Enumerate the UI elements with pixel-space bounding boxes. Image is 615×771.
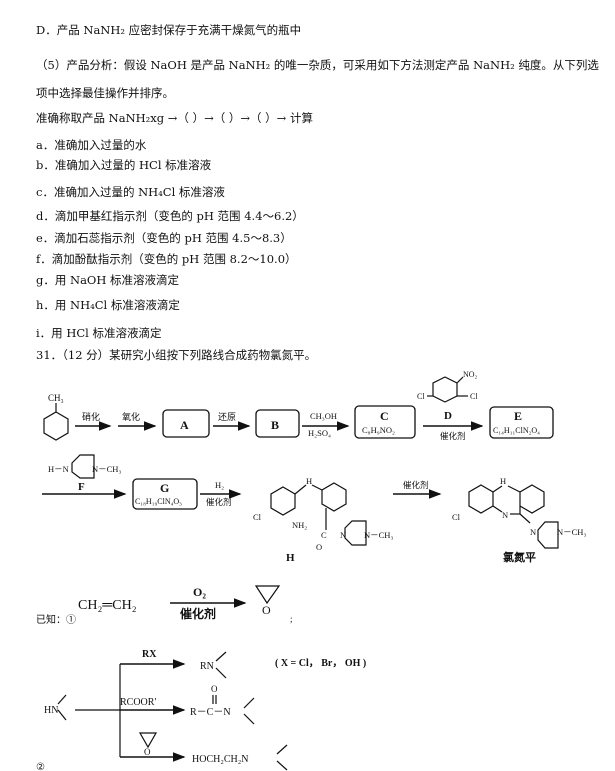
svg-text:Cl: Cl — [452, 512, 461, 522]
option-e: e．滴加石蕊指示剂（变色的 pH 范围 4.5～8.3） — [36, 231, 292, 245]
svg-text:O: O — [316, 542, 322, 552]
part5-intro-line2: 项中选择最佳操作并排序。 — [36, 86, 174, 100]
operation-sequence: 准确称取产品 NaNH₂xg →（ ）→（ ）→（ ）→ 计算 — [36, 111, 313, 125]
svg-text:H－N: H－N — [48, 464, 69, 474]
part5-intro-line1: （5）产品分析：假设 NaOH 是产品 NaNH₂ 的唯一杂质，可采用如下方法测… — [36, 58, 599, 72]
svg-text:H₂SO₄: H₂SO₄ — [308, 428, 331, 438]
step-nitration: 硝化 — [82, 411, 100, 422]
svg-text:催化剂: 催化剂 — [206, 497, 232, 507]
svg-text:RCOOR': RCOOR' — [120, 697, 156, 708]
svg-text:HN: HN — [44, 705, 58, 716]
option-c: c．准确加入过量的 NH₄Cl 标准溶液 — [36, 185, 225, 199]
svg-text:N: N — [502, 510, 508, 520]
step-reduction: 还原 — [218, 411, 236, 422]
option-i: i．用 HCl 标准溶液滴定 — [36, 326, 162, 340]
svg-text:C: C — [321, 530, 327, 540]
svg-text:O: O — [144, 747, 151, 757]
svg-text:O: O — [211, 684, 218, 694]
known-reaction-2: ② HN RX RN ( X = Cl， Br， OH ) RCOOR' R－C… — [36, 649, 366, 771]
compound-h-structure: Cl H NH₂ C O N N－CH₃ — [253, 476, 393, 552]
box-g — [132, 478, 198, 510]
svg-text:NH₂: NH₂ — [292, 520, 307, 530]
box-c — [354, 405, 416, 439]
svg-text:N－CH₃: N－CH₃ — [364, 530, 393, 540]
svg-text:B: B — [271, 418, 279, 432]
svg-text:F: F — [78, 481, 85, 493]
box-e — [489, 406, 554, 439]
step-oxidation: 氧化 — [122, 411, 140, 422]
svg-text:( X = Cl， Br， OH ): ( X = Cl， Br， OH ) — [275, 658, 366, 669]
svg-text:C: C — [380, 409, 389, 423]
question-31-title: 31．（12 分）某研究小组按下列路线合成药物氯氮平。 — [36, 348, 317, 362]
svg-text:RX: RX — [142, 649, 157, 660]
svg-text:②: ② — [36, 762, 45, 771]
svg-text:O: O — [262, 603, 271, 617]
option-f: f．滴加酚酞指示剂（变色的 pH 范围 8.2～10.0） — [36, 252, 297, 266]
svg-text:O₂: O₂ — [193, 585, 206, 599]
svg-text:A: A — [180, 418, 189, 432]
toluene-structure: CH₃ — [43, 393, 69, 441]
option-d: d．滴加甲基红指示剂（变色的 pH 范围 4.4～6.2） — [36, 209, 304, 223]
svg-text:C₁₈H₁₉ClN₄O₃: C₁₈H₁₉ClN₄O₃ — [135, 497, 182, 506]
svg-text:催化剂: 催化剂 — [440, 431, 466, 441]
svg-text:N－CH₃: N－CH₃ — [92, 464, 121, 474]
svg-text:G: G — [160, 481, 169, 495]
option-b: b．准确加入过量的 HCl 标准溶液 — [36, 158, 212, 172]
clozapine-structure: Cl H N N N－CH₃ — [452, 476, 586, 549]
svg-text:C₈H₉NO₂: C₈H₉NO₂ — [362, 425, 395, 435]
svg-text:HOCH₂CH₂N: HOCH₂CH₂N — [192, 754, 248, 765]
svg-text:CH₃: CH₃ — [48, 393, 64, 403]
svg-text:N: N — [340, 530, 346, 540]
svg-text:CH₃OH: CH₃OH — [310, 411, 337, 421]
label-h: H — [286, 552, 295, 564]
svg-text:H: H — [306, 476, 312, 486]
svg-text:D: D — [444, 410, 452, 422]
known-reaction-1: 已知：① CH₂═CH₂ O₂ 催化剂 O ; — [36, 585, 293, 626]
svg-text:;: ; — [290, 614, 293, 624]
svg-text:R－C－N: R－C－N — [190, 707, 231, 718]
svg-text:H₂: H₂ — [215, 480, 224, 490]
box-b — [255, 409, 300, 438]
svg-text:N－CH₃: N－CH₃ — [557, 527, 586, 537]
compound-f-structure: H－N N－CH₃ F — [48, 454, 121, 493]
svg-text:CH₂═CH₂: CH₂═CH₂ — [78, 598, 137, 613]
svg-text:已知：①: 已知：① — [36, 613, 76, 626]
option-d-text: D．产品 NaNH₂ 应密封保存于充满干燥氮气的瓶中 — [36, 23, 302, 37]
svg-text:H: H — [500, 476, 506, 486]
option-a: a．准确加入过量的水 — [36, 138, 147, 152]
svg-text:催化剂: 催化剂 — [180, 606, 216, 621]
svg-text:E: E — [514, 409, 522, 423]
svg-text:Cl: Cl — [417, 392, 425, 401]
svg-text:C₁₄H₁₁ClN₂O₄: C₁₄H₁₁ClN₂O₄ — [493, 426, 540, 435]
svg-text:NO₂: NO₂ — [463, 370, 478, 379]
option-g: g．用 NaOH 标准溶液滴定 — [36, 273, 180, 287]
option-h: h．用 NH₄Cl 标准溶液滴定 — [36, 298, 180, 312]
label-clozapine: 氯氮平 — [503, 550, 536, 564]
box-a — [162, 409, 210, 438]
svg-text:RN: RN — [200, 661, 214, 672]
svg-text:Cl: Cl — [253, 512, 262, 522]
svg-text:Cl: Cl — [470, 392, 478, 401]
svg-text:催化剂: 催化剂 — [403, 480, 429, 490]
compound-d-structure: NO₂ Cl Cl — [417, 370, 478, 403]
svg-text:N: N — [530, 527, 536, 537]
